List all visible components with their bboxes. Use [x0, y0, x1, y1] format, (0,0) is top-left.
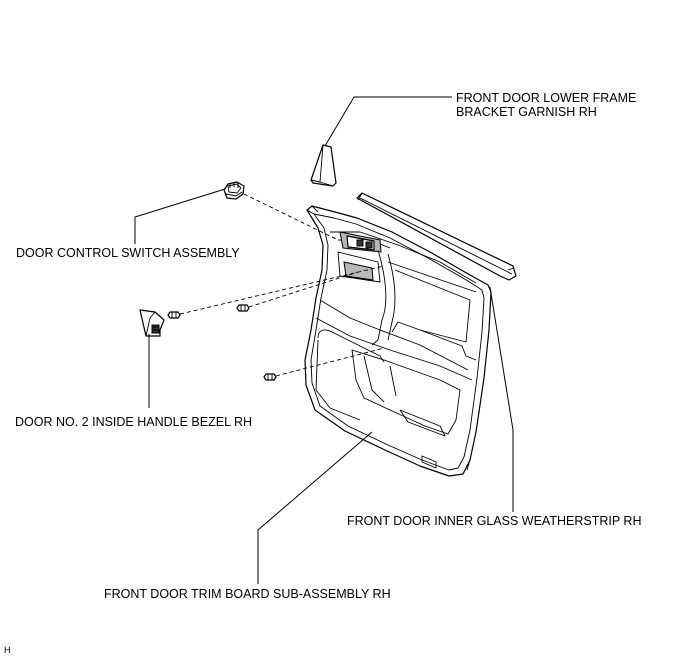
clip-3 — [263, 373, 277, 381]
leader-lines — [134, 96, 514, 584]
installation-lines — [179, 193, 385, 377]
label-trim-board: FRONT DOOR TRIM BOARD SUB-ASSEMBLY RH — [104, 587, 391, 601]
label-inner-glass-weatherstrip: FRONT DOOR INNER GLASS WEATHERSTRIP RH — [347, 514, 641, 528]
screw-clips — [167, 304, 277, 381]
inside-handle-bezel — [139, 309, 165, 337]
corner-code: H — [4, 645, 11, 655]
label-garnish-line1: FRONT DOOR LOWER FRAME — [456, 91, 636, 105]
door-control-switch — [223, 181, 245, 200]
label-garnish-line2: BRACKET GARNISH RH — [456, 105, 597, 119]
clip-1 — [167, 311, 181, 319]
lower-frame-bracket-garnish — [310, 144, 337, 187]
label-door-control-switch: DOOR CONTROL SWITCH ASSEMBLY — [16, 246, 240, 260]
inner-glass-weatherstrip — [356, 192, 517, 281]
label-inside-handle-bezel: DOOR NO. 2 INSIDE HANDLE BEZEL RH — [15, 415, 252, 429]
clip-2 — [236, 304, 250, 312]
